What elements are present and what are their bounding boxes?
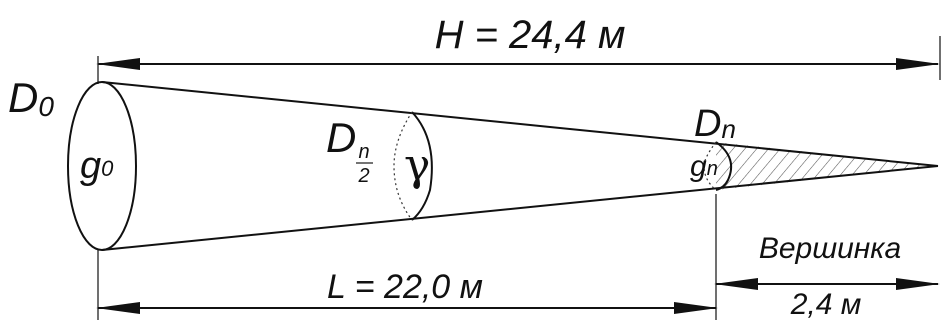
mid-diameter-sub-num: n — [358, 141, 369, 163]
total-height-dimension — [96, 36, 941, 84]
tip-label: Вершинка — [759, 232, 901, 265]
cone-top-edge — [101, 81, 939, 167]
total-height-label: H = 24,4 м — [435, 13, 626, 57]
gamma-symbol: γ — [404, 140, 430, 191]
cone-body — [67, 81, 939, 251]
top-section-back — [703, 141, 717, 191]
length-dimension — [96, 194, 718, 320]
base-density-label: g0 — [80, 145, 114, 187]
top-density-label: gn — [690, 150, 718, 183]
base-diameter-label: D0 — [8, 74, 54, 122]
mid-diameter-label: D — [326, 114, 356, 161]
top-section-front — [715, 141, 732, 191]
tip-length-label: 2,4 м — [790, 288, 862, 320]
cone-bottom-edge — [101, 165, 939, 251]
length-label: L = 22,0 м — [327, 268, 483, 306]
base-ellipse — [67, 81, 137, 251]
mid-diameter-sub-den: 2 — [357, 165, 369, 187]
mid-section-front — [411, 111, 433, 221]
top-diameter-label: Dn — [694, 103, 736, 145]
tip-hatch — [716, 142, 938, 190]
